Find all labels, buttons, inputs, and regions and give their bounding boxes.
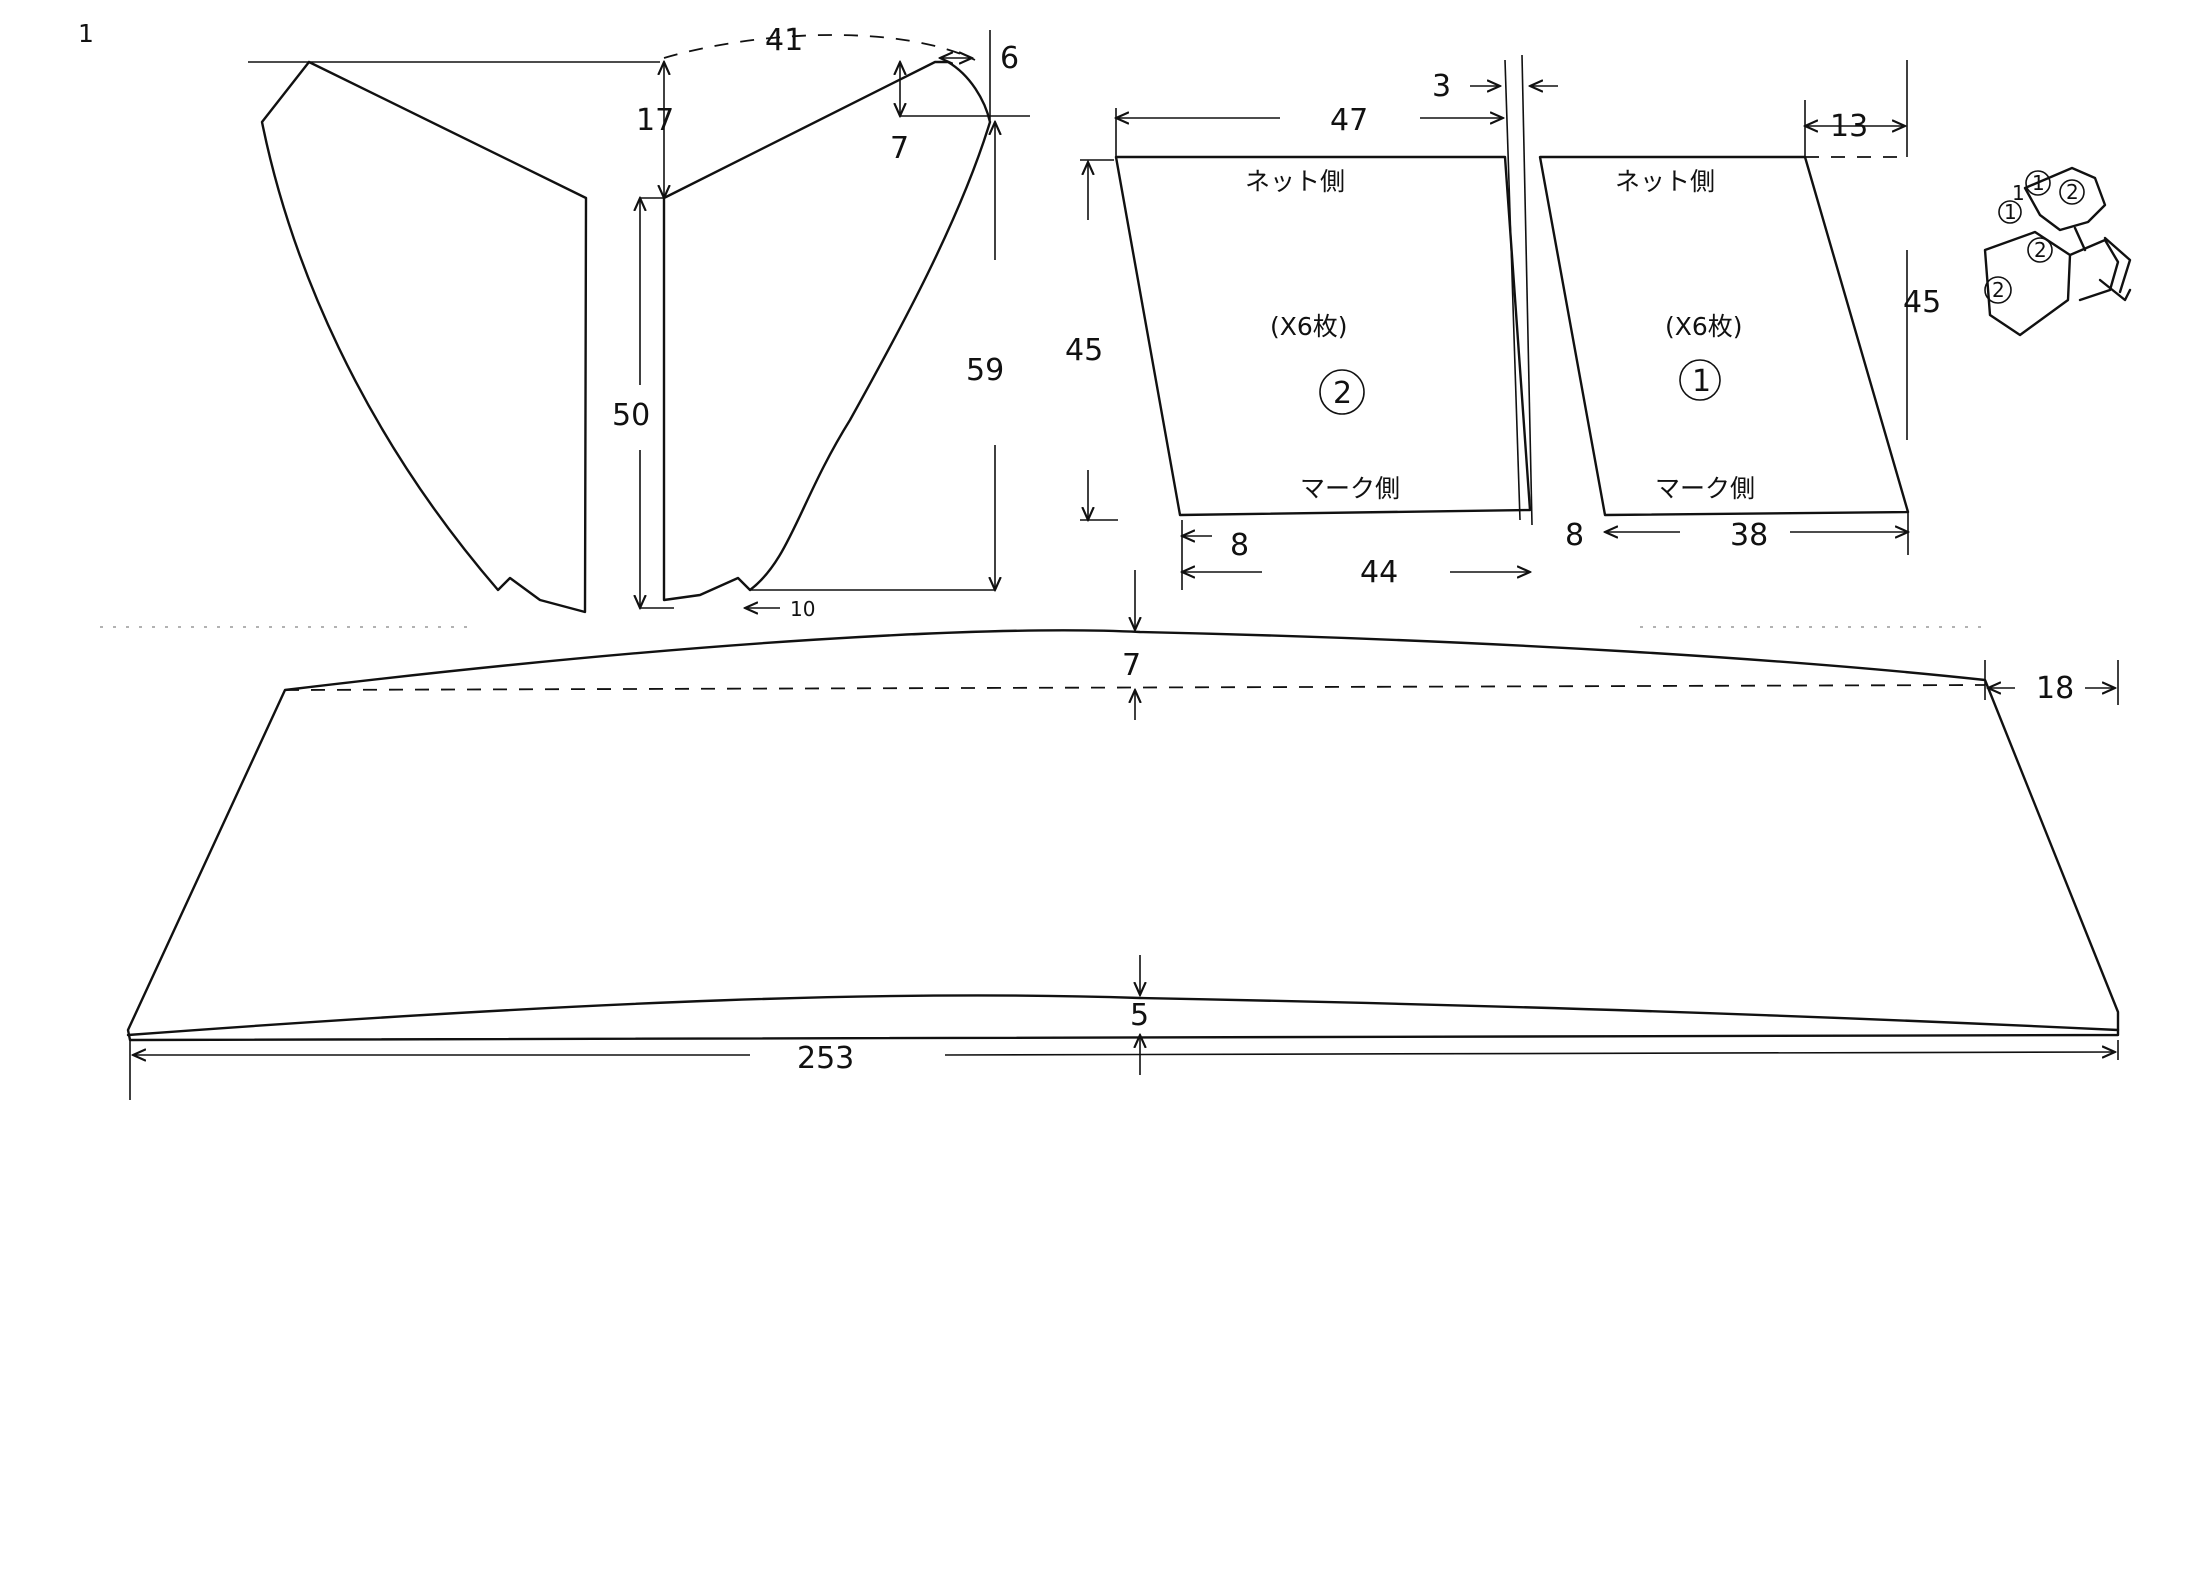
side-panel-dim-59: 59	[966, 353, 1004, 388]
side-panel-dim-41: 41	[765, 23, 803, 58]
panel-1-dim-13: 13	[1830, 109, 1868, 144]
front-strip-bottom-arc	[126, 994, 2120, 1037]
page-corner-mark: 1	[78, 19, 94, 48]
panel-2-outline	[1114, 155, 1532, 517]
panel-1-net-side-label: ネット側	[1615, 167, 1715, 196]
panel-2-dim-47: 47	[1330, 103, 1368, 138]
panel-2-net-side-label: ネット側	[1245, 167, 1345, 196]
assembly-sketch-cell-top	[2023, 166, 2107, 232]
panel-1-number-circle	[1679, 359, 1721, 401]
panel-1-dim-8: 8	[1565, 518, 1584, 553]
panel-2-dim-8: 8	[1230, 528, 1249, 563]
assembly-label-circle	[2025, 170, 2051, 196]
side-panel-dim-17: 17	[636, 103, 674, 138]
side-panel-dim-6: 6	[1000, 41, 1019, 76]
assembly-label: 2	[1992, 278, 2005, 302]
assembly-sketch-tail	[2098, 278, 2132, 302]
panel-2: 47 3 45 ネット側 (X6枚) 2 マーク側 8 44	[1065, 54, 1558, 590]
front-strip-dim-18: 18	[2036, 671, 2074, 706]
panel-2-gap-line-left	[1504, 59, 1521, 521]
side-panel: 41 6 7 17 50 59 10	[248, 23, 1030, 621]
side-panel-body-outline	[662, 60, 992, 602]
front-strip: 7 18 5 253	[126, 570, 2120, 1100]
front-strip-dim-5: 5	[1130, 998, 1149, 1033]
assembly-label: 2	[2034, 238, 2047, 262]
side-panel-dim-10: 10	[790, 597, 815, 621]
panel-2-dim-44: 44	[1360, 555, 1398, 590]
panel-1-mark-side-label: マーク側	[1655, 474, 1755, 503]
panel-2-mark-side-label: マーク側	[1300, 474, 1400, 503]
assembly-label-circle	[1998, 200, 2022, 224]
panel-1-count-label: (X6枚)	[1665, 312, 1743, 341]
panel-2-number-circle	[1319, 369, 1365, 415]
side-panel-dim-7: 7	[890, 131, 909, 166]
panel-2-dim-45: 45	[1065, 333, 1103, 368]
front-strip-outline	[126, 629, 2120, 1042]
front-strip-dim-253-right	[944, 1052, 2115, 1055]
panel-1-number: 1	[1692, 364, 1711, 399]
front-strip-dim-253: 253	[797, 1041, 854, 1076]
panel-1-dim-38: 38	[1730, 518, 1768, 553]
panel-2-dim-3: 3	[1432, 69, 1451, 104]
panel-2-gap-line-right	[1521, 54, 1533, 526]
side-panel-dim-50: 50	[612, 398, 650, 433]
side-panel-left-wing	[260, 60, 588, 614]
assembly-sketch-cell-right	[2068, 238, 2120, 302]
assembly-label: 1	[2012, 181, 2025, 205]
front-strip-top-chord	[284, 684, 1986, 691]
side-panel-top-arc	[663, 34, 976, 61]
panel-1-dim-45: 45	[1903, 285, 1941, 320]
panel-2-count-label: (X6枚)	[1270, 312, 1348, 341]
front-strip-dim-7: 7	[1122, 648, 1141, 683]
assembly-sketch-seams	[2073, 226, 2132, 294]
assembly-label-circle	[2059, 179, 2085, 205]
panel-1: 13 45 ネット側 (X6枚) 1 マーク側 8 38	[1538, 60, 1941, 555]
assembly-label: 1	[2004, 200, 2017, 224]
assembly-sketch: 1 2 1 2 1 2	[1983, 166, 2132, 337]
panel-2-number: 2	[1333, 376, 1352, 411]
assembly-label-circle	[2027, 237, 2053, 263]
assembly-label: 2	[2066, 180, 2079, 204]
assembly-label-circle	[1984, 276, 2012, 304]
assembly-sketch-cell-left	[1983, 230, 2072, 337]
assembly-label: 1	[2032, 171, 2045, 195]
